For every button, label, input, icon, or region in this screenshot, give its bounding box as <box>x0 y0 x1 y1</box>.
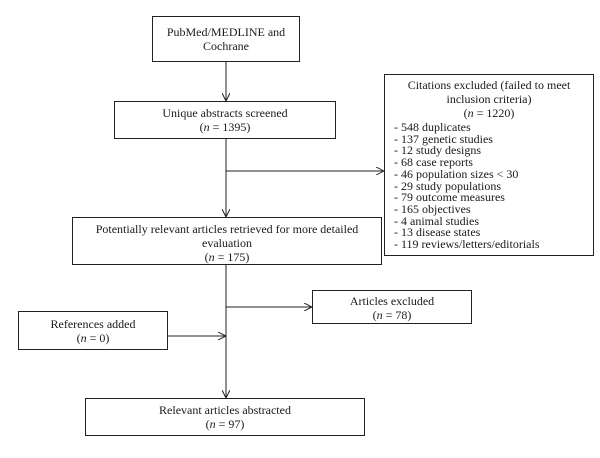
articles-excluded-count: (n = 78) <box>372 308 412 322</box>
abstracts-screened-box: Unique abstracts screened (n = 1395) <box>114 101 336 139</box>
list-item: - 12 study designs <box>394 143 481 158</box>
excluded-count: (n = 1220) <box>463 106 515 120</box>
references-added-box: References added (n = 0) <box>18 311 168 350</box>
excluded-title-line-2: inclusion criteria) <box>446 92 532 106</box>
screened-count: (n = 1395) <box>199 120 251 134</box>
articles-retrieved-box: Potentially relevant articles retrieved … <box>72 217 382 265</box>
references-added-label: References added <box>50 317 136 331</box>
articles-excluded-label: Articles excluded <box>349 294 435 308</box>
list-item: - 46 population sizes < 30 <box>394 166 519 181</box>
source-line-2: Cochrane <box>203 39 249 53</box>
list-item: - 13 disease states <box>394 225 481 240</box>
excluded-title-line-1: Citations excluded (failed to meet <box>407 78 571 92</box>
articles-abstracted-box: Relevant articles abstracted (n = 97) <box>85 398 365 436</box>
abstracted-count: (n = 97) <box>205 417 245 431</box>
articles-excluded-box: Articles excluded (n = 78) <box>312 290 472 324</box>
retrieved-line-1: Potentially relevant articles retrieved … <box>95 222 359 236</box>
list-item: - 79 outcome measures <box>394 190 505 205</box>
list-item: - 4 animal studies <box>394 213 479 228</box>
retrieved-count: (n = 175) <box>204 250 250 264</box>
list-item: - 29 study populations <box>394 178 501 193</box>
list-item: - 548 duplicates <box>394 120 471 134</box>
references-added-count: (n = 0) <box>76 331 110 345</box>
list-item: - 119 reviews/letters/editorials <box>394 237 540 252</box>
citations-excluded-box: Citations excluded (failed to meet inclu… <box>384 74 594 256</box>
screened-label: Unique abstracts screened <box>162 106 288 120</box>
source-databases-box: PubMed/MEDLINE and Cochrane <box>152 16 300 62</box>
list-item: - 68 case reports <box>394 155 473 170</box>
list-item: - 137 genetic studies <box>394 131 493 146</box>
exclusion-reasons-list: - 548 duplicates - 137 genetic studies -… <box>385 120 593 252</box>
source-line-1: PubMed/MEDLINE and <box>166 25 286 39</box>
list-item: - 165 objectives <box>394 201 471 216</box>
abstracted-label: Relevant articles abstracted <box>159 403 291 417</box>
retrieved-line-2: evaluation <box>202 236 252 250</box>
